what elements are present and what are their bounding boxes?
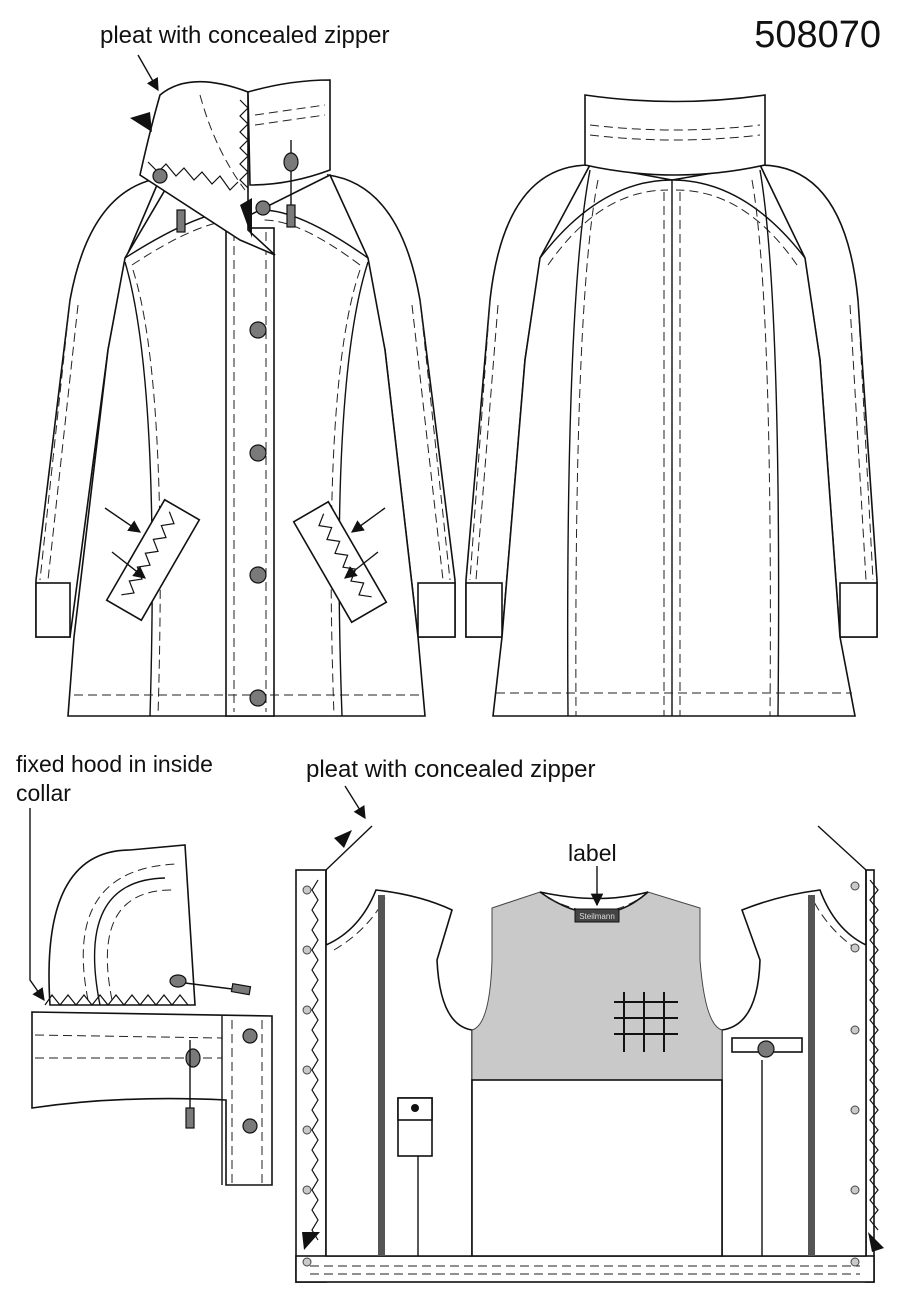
front-collar-right (247, 79, 331, 186)
front-button-2 (249, 444, 267, 462)
annotation-label: label (568, 840, 617, 866)
annotation-hood: fixed hood in inside collar (16, 751, 213, 806)
front-button-4 (249, 689, 267, 707)
front-collar-left (139, 80, 276, 256)
interior-left-panel (325, 870, 473, 1257)
annotation-pleat-bottom: pleat with concealed zipper (306, 756, 596, 783)
lining-lower (471, 1079, 723, 1257)
front-view (35, 54, 456, 717)
front-right-cuff (417, 582, 456, 638)
back-collar (584, 94, 766, 176)
front-right-pocket (292, 500, 388, 624)
back-view (465, 94, 878, 717)
left-facing-buttons (302, 885, 312, 1267)
label-tag-text: Steilmann (579, 912, 615, 921)
annotation-pleat-top: pleat with concealed zipper (100, 22, 390, 49)
hem-facing (295, 1255, 875, 1283)
right-facing-buttons (850, 881, 860, 1267)
front-collar-button (255, 200, 271, 216)
front-left-cuff (35, 582, 71, 638)
front-button-3 (249, 566, 267, 584)
interior-view: Steilmann (295, 785, 884, 1283)
label-tag (574, 908, 620, 923)
front-placket (225, 227, 275, 717)
front-button-1 (249, 321, 267, 339)
left-zipper-tape (378, 895, 385, 1256)
hood (48, 844, 196, 1006)
front-collar-button (152, 168, 168, 184)
back-body (492, 164, 856, 717)
front-left-pocket (105, 498, 201, 622)
interior-right-panel (721, 870, 867, 1257)
hood-detail (29, 808, 273, 1186)
left-facing-strip (295, 869, 327, 1283)
right-zipper-tape (808, 895, 815, 1256)
style-number: 508070 (754, 14, 881, 56)
lining-grid-patch (614, 992, 678, 1052)
